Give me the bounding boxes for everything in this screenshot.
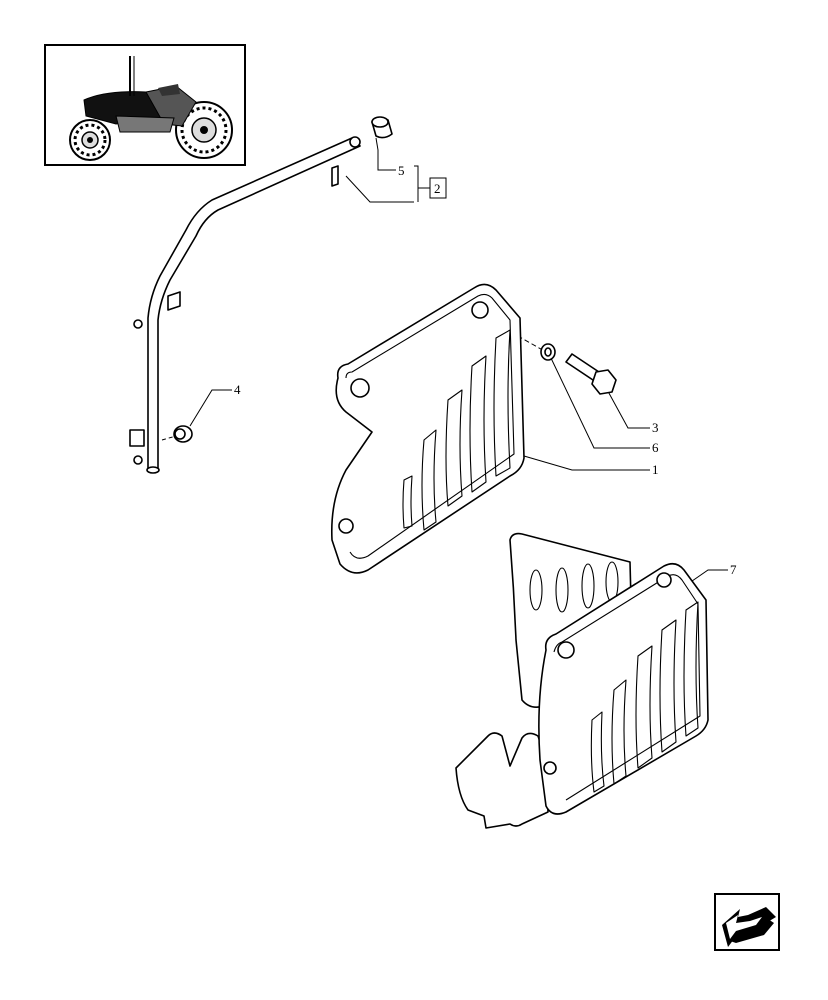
callout-2: 2: [434, 181, 441, 196]
washer-part-6: [540, 343, 556, 361]
back-navigation-button[interactable]: [714, 893, 780, 951]
callout-1: 1: [652, 462, 659, 477]
bushing-part-5: [371, 116, 393, 139]
callout-6: 6: [652, 440, 659, 455]
grille-guard-part-7: [455, 532, 709, 829]
bushing-part-4: [173, 425, 193, 443]
tractor-thumbnail-icon: [69, 56, 233, 161]
tractor-thumbnail: [44, 44, 246, 166]
callout-3: 3: [652, 420, 659, 435]
bolt-part-3: [565, 353, 617, 395]
callout-7: 7: [730, 562, 737, 577]
grille-guard-part-1: [330, 283, 525, 574]
handrail-tube: [129, 136, 361, 474]
callout-5: 5: [398, 163, 405, 178]
callout-4: 4: [234, 382, 241, 397]
back-arrow-icon: [722, 907, 776, 947]
